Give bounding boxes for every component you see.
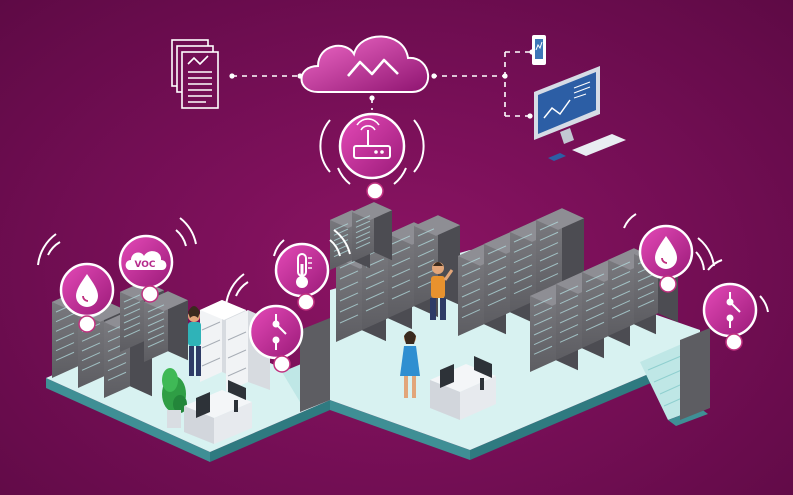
- person-left: [188, 306, 201, 376]
- sensor-humidity-right: [623, 213, 715, 293]
- server-rack: [144, 291, 188, 362]
- door-switch-icon: [272, 314, 287, 350]
- voc-label: VOC: [134, 260, 155, 270]
- desk-left: [184, 380, 252, 444]
- sensor-door-left: [225, 273, 304, 373]
- person-middle: [400, 331, 420, 398]
- person-right: [430, 262, 454, 320]
- sensor-voc: VOC: [118, 217, 197, 303]
- voc-cloud-icon: VOC: [125, 251, 167, 270]
- sensor-temperature: [273, 229, 351, 311]
- partition-walls: [300, 318, 710, 420]
- water-drop-icon: [76, 274, 98, 307]
- document-stack-icon: [171, 39, 219, 109]
- sensor-humidity-left: [37, 233, 115, 333]
- cloud-trend-icon: [300, 35, 429, 93]
- mobile-device-icon: [532, 35, 546, 65]
- wireless-router-icon: [319, 112, 425, 200]
- server-rack: [352, 202, 392, 262]
- thermometer-icon: [296, 253, 312, 288]
- sensor-badges: VOC: [37, 213, 769, 373]
- sensor-door-right: [702, 259, 769, 351]
- potted-plant: [162, 368, 187, 428]
- door-switch-icon: [726, 292, 741, 328]
- desktop-monitor-icon: [534, 66, 626, 161]
- water-drop-icon: [655, 236, 677, 269]
- filing-cabinets: [200, 300, 270, 392]
- desk-right: [430, 356, 496, 420]
